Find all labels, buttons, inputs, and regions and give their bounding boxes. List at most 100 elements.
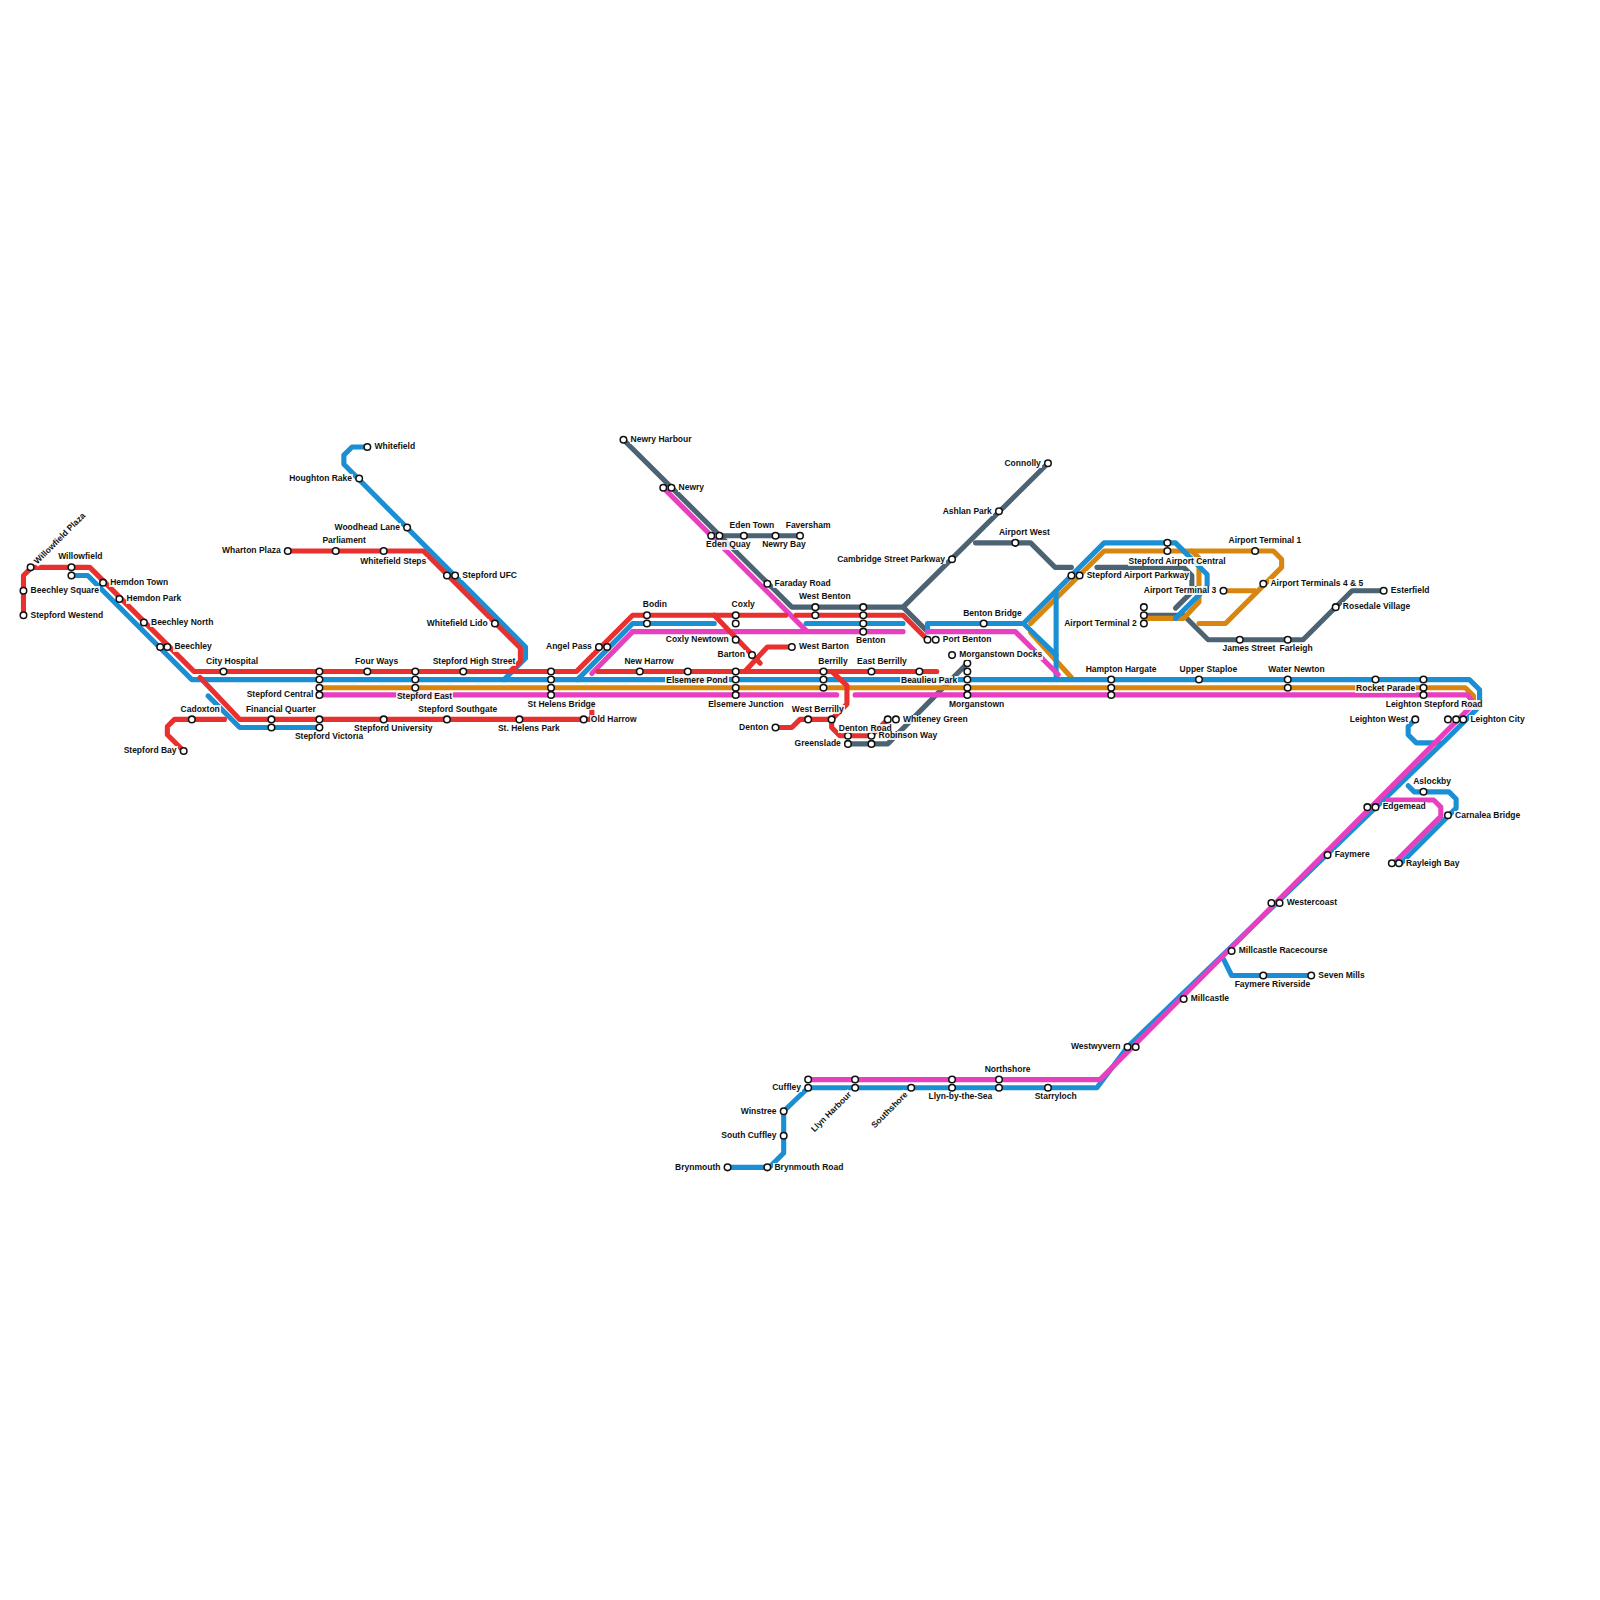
- station-dot: [412, 668, 419, 675]
- station-label: Airport Terminals 4 & 5: [1269, 579, 1364, 588]
- station-label: Farleigh: [1279, 644, 1314, 653]
- station-label: West Benton: [798, 592, 852, 601]
- station-dot: [805, 1084, 812, 1091]
- station-label: Coxly Newtown: [665, 635, 730, 644]
- station-dot: [820, 684, 827, 691]
- station-dot: [996, 1076, 1003, 1083]
- station-dot: [949, 556, 956, 563]
- station-label: Four Ways: [354, 657, 399, 666]
- station-dot: [452, 572, 459, 579]
- station-label: Stepford Central: [246, 690, 315, 699]
- station-dot: [1220, 588, 1227, 595]
- station-dot: [644, 620, 651, 627]
- station-label: Beechley: [173, 642, 212, 651]
- station-label: James Street: [1221, 644, 1276, 653]
- station-label: Esterfield: [1390, 586, 1431, 595]
- station-label: Rayleigh Bay: [1405, 859, 1460, 868]
- station-dot: [1308, 972, 1315, 979]
- station-dot: [1445, 716, 1452, 723]
- station-dot: [1284, 637, 1291, 644]
- station-label: New Harrow: [623, 657, 674, 666]
- station-dot: [949, 1076, 956, 1083]
- station-dot: [1045, 460, 1052, 467]
- station-dot: [852, 1084, 859, 1091]
- station-label: Leighton West: [1349, 715, 1409, 724]
- station-label: Beechley Square: [30, 586, 101, 595]
- station-dot: [732, 612, 739, 619]
- station-label: Beechley North: [150, 618, 214, 627]
- station-dot: [1108, 692, 1115, 699]
- station-label: Airport West: [998, 528, 1051, 537]
- station-dot: [949, 1084, 956, 1091]
- red-line: [23, 551, 936, 751]
- station-label: Denton: [738, 723, 769, 732]
- station-dot: [1445, 812, 1452, 819]
- station-label: Aslockby: [1412, 777, 1452, 786]
- station-dot: [1412, 716, 1419, 723]
- station-dot: [356, 475, 363, 482]
- station-label: Stepford UFC: [461, 571, 518, 580]
- station-dot: [764, 580, 771, 587]
- station-dot: [20, 612, 27, 619]
- station-label: Hemdon Town: [109, 578, 169, 587]
- station-label: Eden Quay: [705, 540, 751, 549]
- station-label: Elsemere Junction: [707, 700, 785, 709]
- station-label: Ashlan Park: [942, 507, 993, 516]
- station-dot: [1332, 604, 1339, 611]
- station-dot: [548, 684, 555, 691]
- station-dot: [805, 1076, 812, 1083]
- station-label: Cuffley: [771, 1083, 802, 1092]
- station-dot: [1364, 804, 1371, 811]
- station-label: St. Helens Park: [497, 724, 561, 733]
- station-label: Brynmouth Road: [773, 1163, 844, 1172]
- station-label: Starryloch: [1034, 1092, 1078, 1101]
- station-dot: [332, 548, 339, 555]
- station-dot: [1420, 692, 1427, 699]
- station-dot: [820, 668, 827, 675]
- station-dot: [460, 668, 467, 675]
- station-dot: [708, 532, 715, 539]
- station-dot: [732, 637, 739, 644]
- station-label: Benton: [855, 636, 886, 645]
- station-label: Airport Terminal 2: [1063, 619, 1138, 628]
- station-label: Faversham: [785, 521, 832, 530]
- station-dot: [141, 619, 148, 626]
- station-dot: [68, 572, 75, 579]
- station-label: Houghton Rake: [288, 474, 353, 483]
- station-dot: [1141, 604, 1148, 611]
- station-dot: [268, 724, 275, 731]
- station-dot: [805, 716, 812, 723]
- station-dot: [732, 668, 739, 675]
- station-dot: [1141, 612, 1148, 619]
- station-dot: [724, 1164, 731, 1171]
- station-dot: [1180, 996, 1187, 1003]
- station-dot: [316, 684, 323, 691]
- station-dot: [1108, 676, 1115, 683]
- station-label: Rosedale Village: [1342, 602, 1411, 611]
- station-dot: [772, 724, 779, 731]
- station-label: Brynmouth: [674, 1163, 721, 1172]
- station-dot: [964, 676, 971, 683]
- station-dot: [845, 741, 852, 748]
- station-label: Hampton Hargate: [1085, 665, 1158, 674]
- station-dot: [364, 668, 371, 675]
- station-dot: [548, 692, 555, 699]
- station-label: Barton: [717, 650, 746, 659]
- station-label: Leighton City: [1469, 715, 1525, 724]
- station-dot: [316, 676, 323, 683]
- station-dot: [1132, 1044, 1139, 1051]
- station-dot: [908, 1084, 915, 1091]
- station-dot: [444, 572, 451, 579]
- station-dot: [1252, 548, 1259, 555]
- station-dot: [812, 612, 819, 619]
- station-dot: [1164, 548, 1171, 555]
- station-dot: [1196, 676, 1203, 683]
- station-dot: [789, 644, 796, 651]
- station-dot: [100, 579, 107, 586]
- station-dot: [444, 716, 451, 723]
- station-dot: [1045, 1084, 1052, 1091]
- station-label: Woodhead Lane: [334, 523, 402, 532]
- station-label: West Berrilly: [791, 705, 845, 714]
- station-label: Winstree: [740, 1107, 778, 1116]
